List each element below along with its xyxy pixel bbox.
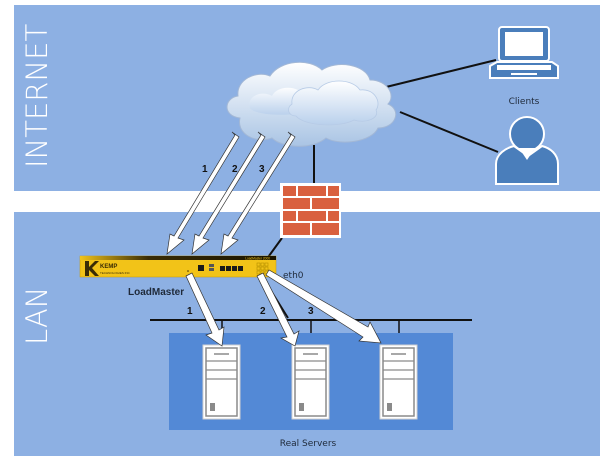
inbound-arrow-2 [191,131,266,255]
internet-zone-label: INTERNET [20,24,54,168]
loadmaster-brand-sub: TECHNOLOGIES INC [100,271,131,275]
outbound-arrow-3 [265,269,382,344]
outbound-arrows [185,269,382,347]
outbound-flow-label-3: 3 [308,306,314,317]
outbound-arrow-2 [256,272,300,347]
eth0-label: eth0 [283,271,304,281]
loadmaster-model: LoadMaster 2000 [245,257,270,261]
inbound-flow-label-1: 1 [202,164,208,175]
server-1-icon [202,344,241,420]
laptop-icon [489,26,559,79]
eth0-port-icon [256,262,269,275]
inbound-arrow-1 [166,131,240,255]
inbound-flow-label-3: 3 [259,164,265,175]
inbound-arrow-3 [220,131,296,255]
real-servers-label: Real Servers [280,439,337,449]
inbound-flow-label-2: 2 [232,164,238,175]
loadmaster-device: KEMP TECHNOLOGIES INC LoadMaster 2000 [79,255,277,278]
loadmaster-label: LoadMaster [128,287,184,298]
outbound-flow-label-2: 2 [260,306,266,317]
cloud-to-user-line [399,111,499,153]
kemp-logo-icon [85,261,99,276]
usb-port-icon [209,264,214,267]
outbound-arrow-1 [185,272,225,347]
loadmaster-brand: KEMP [100,264,117,270]
firewall-icon [280,183,341,238]
server-2-icon [291,344,330,420]
console-port-icon [198,265,204,271]
server-3-icon [379,344,418,420]
outbound-flow-label-1: 1 [187,306,193,317]
clients-label: Clients [509,97,540,107]
internet-cloud-icon [226,61,397,147]
cloud-to-laptop-line [381,59,497,89]
user-icon [495,116,559,185]
ethernet-ports-icon [220,266,243,271]
inbound-arrows [166,131,296,255]
lan-zone-label: LAN [20,287,54,345]
